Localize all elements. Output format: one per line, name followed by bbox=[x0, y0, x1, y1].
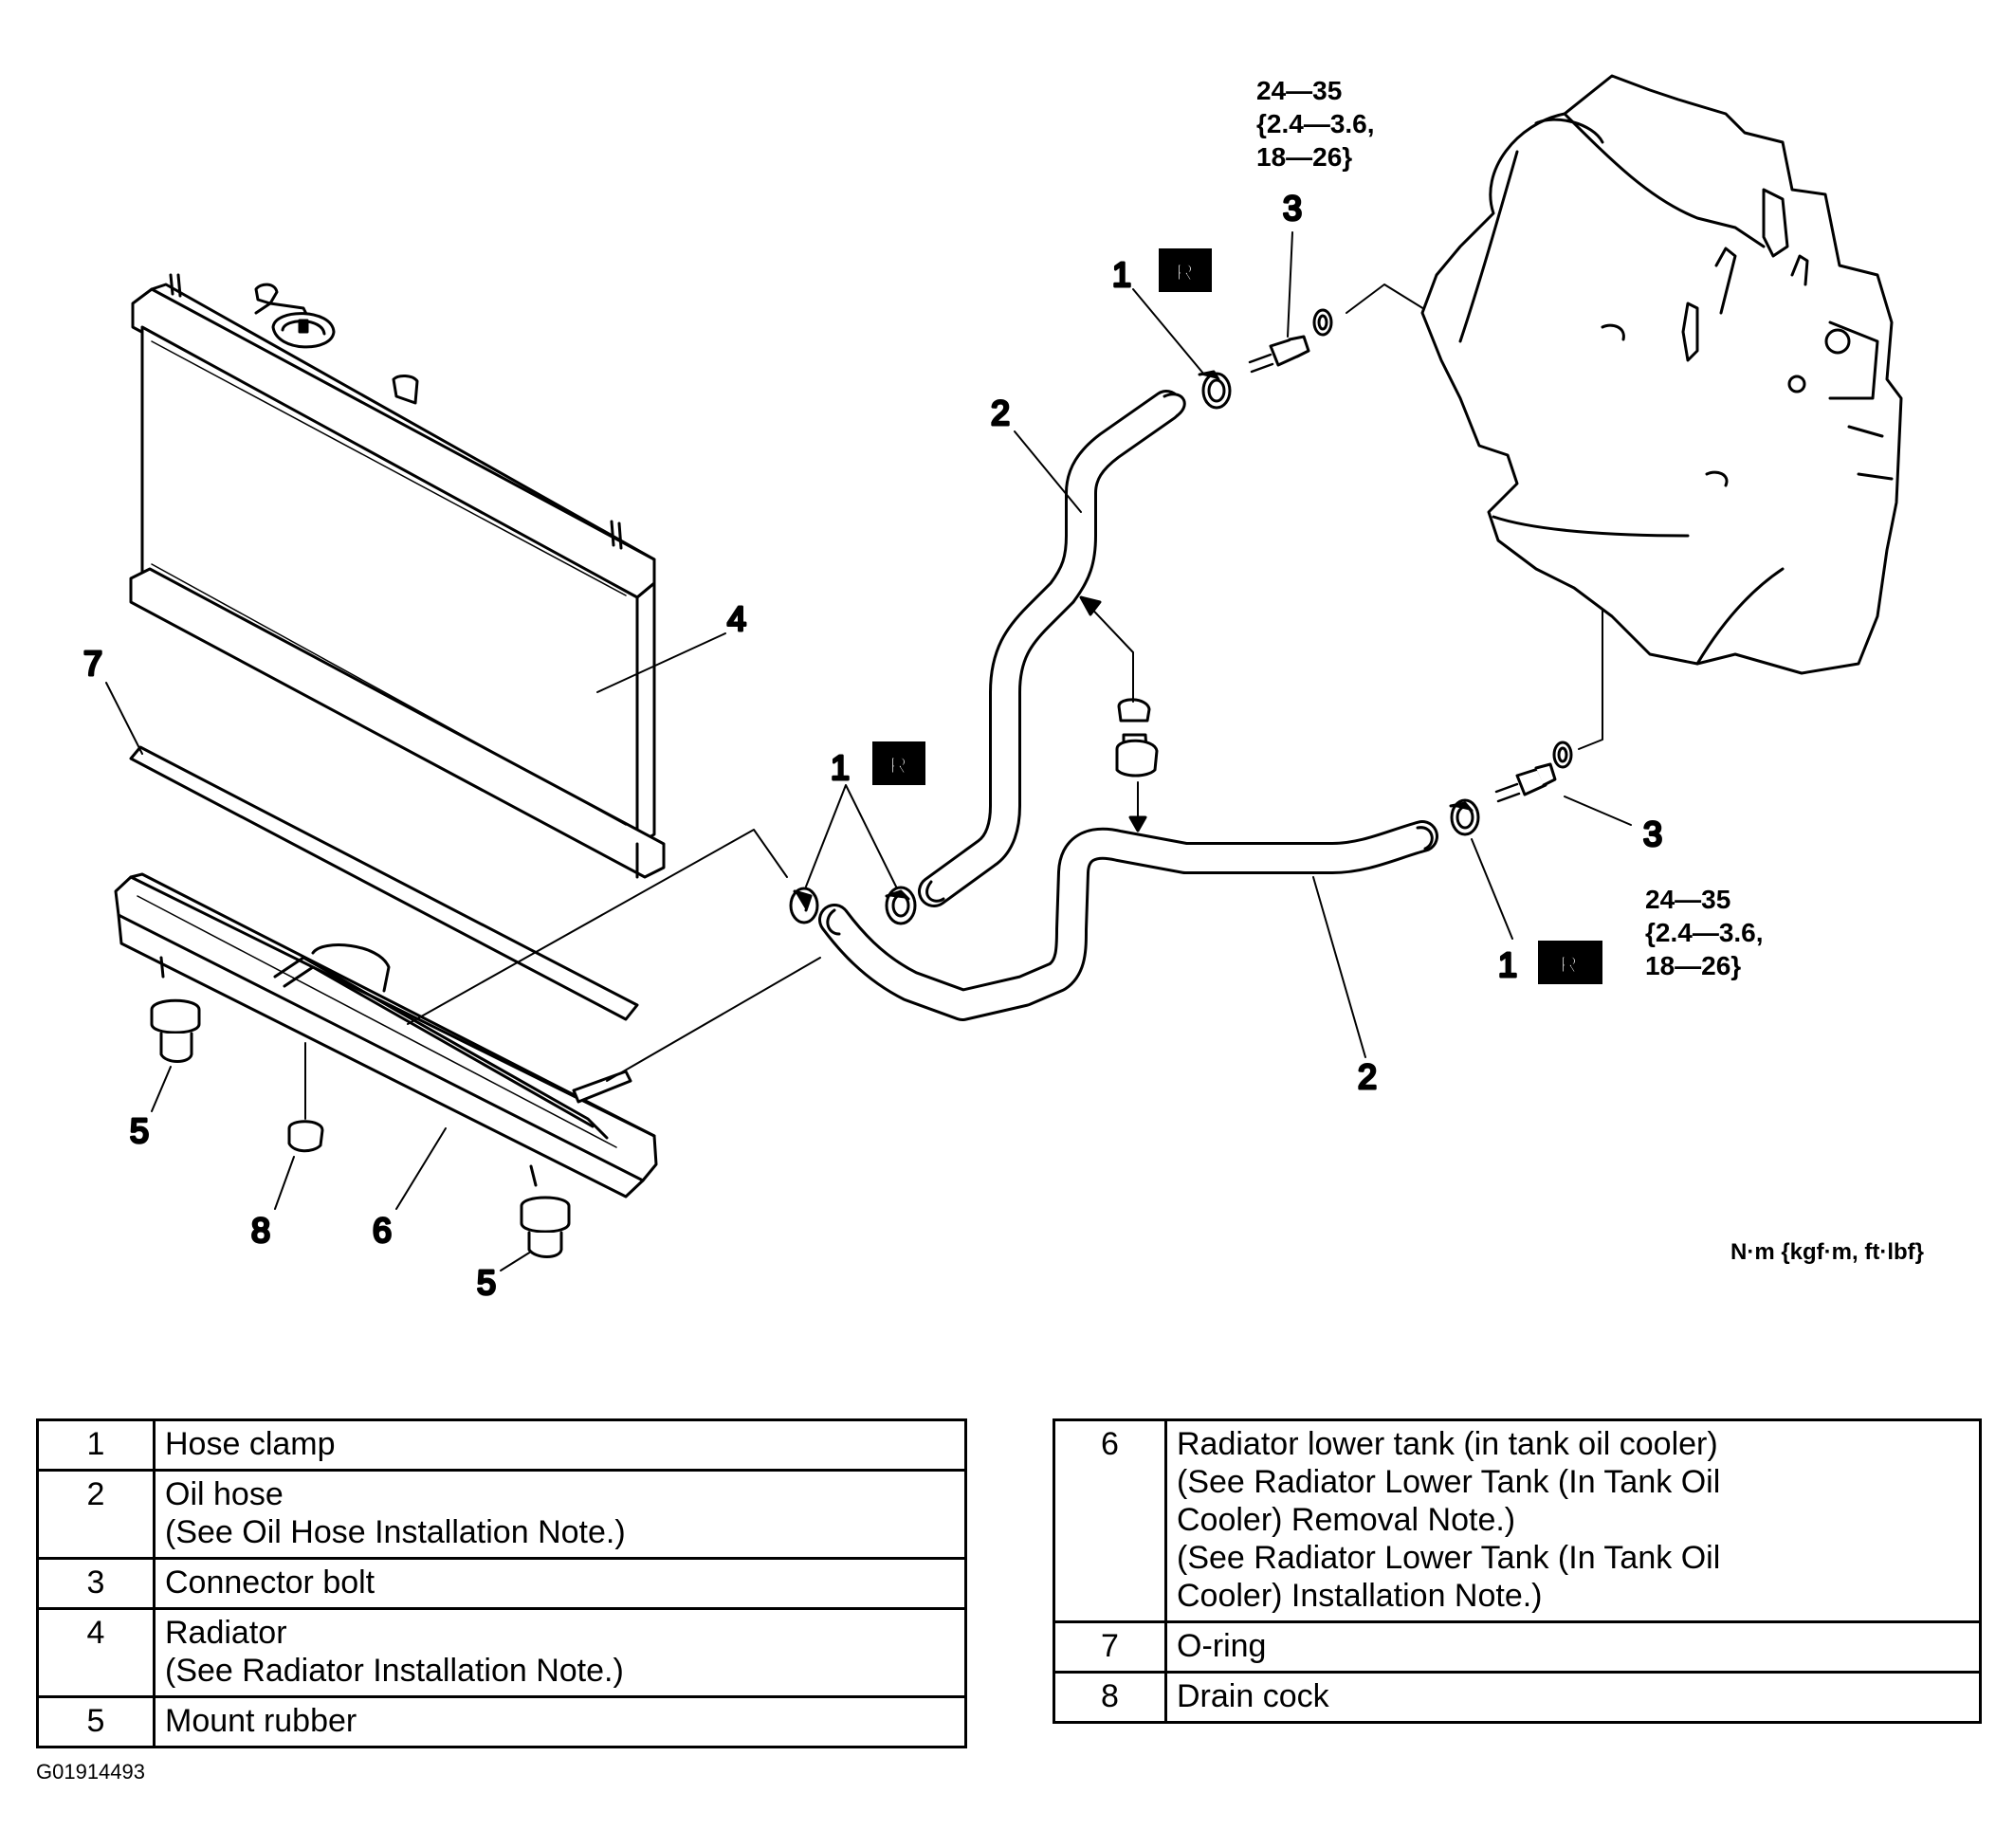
hose-clamp-mid-left bbox=[789, 887, 819, 924]
callout-5-left: 5 bbox=[130, 1111, 149, 1150]
callout-6: 6 bbox=[373, 1211, 392, 1250]
torque-spec-top: 24—35 {2.4—3.6, 18—26} bbox=[1256, 76, 1375, 172]
leader-6 bbox=[395, 1127, 447, 1210]
part-description: Radiator lower tank (in tank oil cooler)… bbox=[1164, 1418, 1982, 1623]
table-row: 1 Hose clamp bbox=[36, 1418, 967, 1472]
leader-1-bottom bbox=[1471, 838, 1513, 940]
leader-7 bbox=[105, 682, 143, 755]
callout-8: 8 bbox=[251, 1211, 270, 1250]
part-description: Mount rubber bbox=[153, 1695, 967, 1748]
connector-bolt-bottom bbox=[1494, 741, 1573, 803]
leader-1-top bbox=[1132, 288, 1205, 375]
part-number: 7 bbox=[1053, 1620, 1167, 1674]
leader-1-mid bbox=[805, 784, 897, 887]
leader-5-bottom bbox=[500, 1251, 532, 1272]
part-number: 6 bbox=[1053, 1418, 1167, 1623]
table-row: 5 Mount rubber bbox=[36, 1695, 967, 1748]
o-ring-strip bbox=[129, 745, 639, 1021]
svg-text:18—26}: 18—26} bbox=[1256, 142, 1352, 172]
svg-text:{2.4—3.6,: {2.4—3.6, bbox=[1645, 918, 1764, 947]
part-number: 2 bbox=[36, 1469, 156, 1560]
transmission-assembly bbox=[1420, 74, 1903, 675]
part-description: Drain cock bbox=[1164, 1671, 1982, 1724]
part-number: 8 bbox=[1053, 1671, 1167, 1724]
callout-3-top: 3 bbox=[1283, 189, 1302, 228]
torque-spec-bottom: 24—35 {2.4—3.6, 18—26} bbox=[1645, 885, 1764, 980]
exploded-diagram: 4 7 6 5 5 8 bbox=[82, 74, 1924, 1304]
hose-clamp-top bbox=[1198, 370, 1232, 410]
svg-text:24—35: 24—35 bbox=[1645, 885, 1730, 914]
part-number: 1 bbox=[36, 1418, 156, 1472]
hose-clamp-bottom bbox=[1449, 798, 1480, 836]
connection-line-lower bbox=[606, 957, 821, 1082]
parts-table-right: 6 Radiator lower tank (in tank oil coole… bbox=[1053, 1418, 1982, 1724]
mount-rubber-left bbox=[150, 998, 201, 1063]
callout-1-bottom: 1 bbox=[1498, 945, 1517, 984]
oil-hose-upper bbox=[918, 390, 1186, 907]
table-row: 3 Connector bolt bbox=[36, 1557, 967, 1610]
svg-text:{2.4—3.6,: {2.4—3.6, bbox=[1256, 109, 1375, 138]
part-description: Connector bolt bbox=[153, 1557, 967, 1610]
callout-7: 7 bbox=[83, 644, 102, 683]
hose-clamp-mid-right bbox=[885, 886, 917, 925]
replace-mark-bottom: R bbox=[1538, 941, 1602, 984]
table-row: 4 Radiator (See Radiator Installation No… bbox=[36, 1607, 967, 1698]
callout-3-right: 3 bbox=[1643, 814, 1662, 853]
replace-mark-top: R bbox=[1159, 248, 1212, 292]
callout-2-top: 2 bbox=[991, 393, 1010, 432]
leader-8 bbox=[274, 1156, 295, 1210]
radiator-lower-tank bbox=[114, 872, 658, 1198]
svg-text:18—26}: 18—26} bbox=[1645, 951, 1741, 980]
svg-text:24—35: 24—35 bbox=[1256, 76, 1342, 105]
callout-1-mid: 1 bbox=[831, 748, 850, 787]
torque-unit-label: N·m {kgf·m, ft·lbf} bbox=[1730, 1239, 1924, 1265]
part-number: 4 bbox=[36, 1607, 156, 1698]
leader-2-bottom bbox=[1312, 876, 1366, 1058]
callout-2-bottom: 2 bbox=[1358, 1057, 1377, 1096]
connection-line-upper bbox=[407, 829, 788, 1025]
callout-5-bottom: 5 bbox=[477, 1263, 496, 1302]
leader-3-right bbox=[1564, 796, 1632, 826]
leader-3-top bbox=[1287, 231, 1293, 338]
table-row: 7 O-ring bbox=[1053, 1620, 1982, 1674]
part-description: O-ring bbox=[1164, 1620, 1982, 1674]
part-description: Hose clamp bbox=[153, 1418, 967, 1472]
callout-1-top: 1 bbox=[1112, 255, 1131, 294]
figure-id: G01914493 bbox=[36, 1760, 145, 1784]
table-row: 6 Radiator lower tank (in tank oil coole… bbox=[1053, 1418, 1982, 1623]
drain-cock bbox=[287, 1042, 324, 1153]
radiator bbox=[129, 273, 666, 879]
parts-table-left: 1 Hose clamp 2 Oil hose (See Oil Hose In… bbox=[36, 1418, 967, 1748]
part-description: Radiator (See Radiator Installation Note… bbox=[153, 1607, 967, 1698]
callout-4: 4 bbox=[727, 599, 746, 638]
part-number: 3 bbox=[36, 1557, 156, 1610]
part-number: 5 bbox=[36, 1695, 156, 1748]
leader-2-top bbox=[1014, 430, 1082, 513]
hose-retaining-clip bbox=[1079, 595, 1159, 833]
leader-5-left bbox=[151, 1066, 172, 1112]
svg-text:R: R bbox=[889, 751, 907, 779]
table-row: 8 Drain cock bbox=[1053, 1671, 1982, 1724]
svg-text:R: R bbox=[1176, 258, 1194, 286]
table-row: 2 Oil hose (See Oil Hose Installation No… bbox=[36, 1469, 967, 1560]
svg-text:R: R bbox=[1560, 950, 1578, 979]
mount-rubber-bottom bbox=[520, 1196, 571, 1258]
leader-4 bbox=[596, 632, 726, 693]
oil-hose-lower bbox=[818, 820, 1438, 1021]
part-description: Oil hose (See Oil Hose Installation Note… bbox=[153, 1469, 967, 1560]
replace-mark-mid: R bbox=[872, 741, 925, 785]
connector-bolt-top bbox=[1248, 308, 1333, 374]
